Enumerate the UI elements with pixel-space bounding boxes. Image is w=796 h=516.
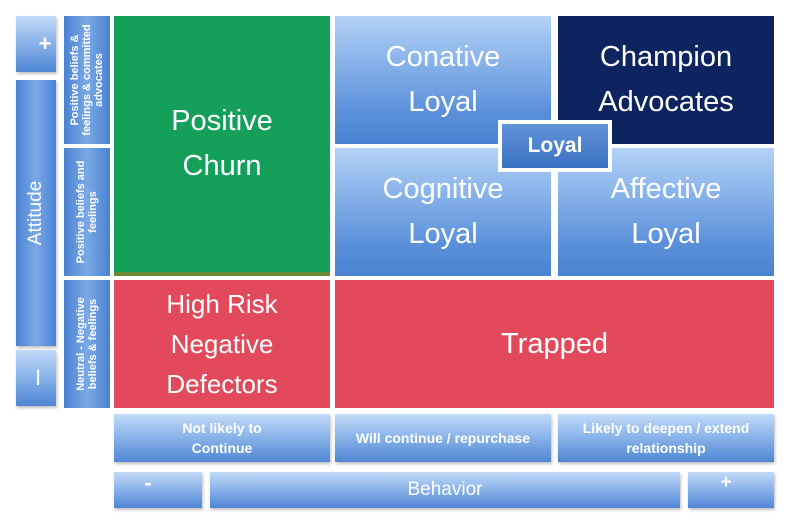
row-label-neutral: Neutral - Negative beliefs & feelings <box>64 280 110 408</box>
cell-trapped: Trapped <box>335 280 774 408</box>
cell-conative-loyal-text: Conative Loyal <box>385 41 501 118</box>
loyal-badge: Loyal <box>498 120 612 172</box>
row-label-positive-text: Positive beliefs and feelings <box>75 160 99 264</box>
behavior-axis-label: Behavior <box>407 479 483 500</box>
behavior-plus-button: + <box>688 472 774 508</box>
col-label-likely-deepen: Likely to deepen / extend relationship <box>558 414 774 462</box>
cell-affective-loyal-text: Affective Loyal <box>610 173 722 250</box>
col-label-not-likely: Not likely to Continue <box>114 414 330 462</box>
col-label-will-continue: Will continue / repurchase <box>335 414 551 462</box>
loyal-badge-inner: Loyal <box>502 124 608 168</box>
attitude-axis-label: Attitude <box>25 180 46 246</box>
cell-high-risk: High Risk Negative Defectors <box>114 280 330 408</box>
attitude-plus-button: + <box>16 16 56 72</box>
cell-positive-churn-text: Positive Churn <box>171 105 273 182</box>
cell-trapped-text: Trapped <box>501 327 608 360</box>
behavior-plus-label: + <box>720 472 732 493</box>
col-label-likely-deepen-text: Likely to deepen / extend relationship <box>582 420 750 456</box>
cell-cognitive-loyal-text: Cognitive Loyal <box>382 173 504 250</box>
attitude-minus-label: I <box>34 365 42 390</box>
behavior-minus-label: - <box>144 470 152 495</box>
behavior-minus-button: - <box>114 470 202 508</box>
cell-positive-churn: Positive Churn <box>114 16 330 276</box>
row-label-committed-text: Positive beliefs & feelings & committed … <box>69 24 105 136</box>
row-label-positive: Positive beliefs and feelings <box>64 148 110 276</box>
loyal-badge-text: Loyal <box>527 134 583 157</box>
attitude-axis: Attitude <box>16 80 56 346</box>
col-label-will-continue-text: Will continue / repurchase <box>355 430 531 446</box>
row-label-neutral-text: Neutral - Negative beliefs & feelings <box>75 297 99 391</box>
col-label-not-likely-text: Not likely to Continue <box>182 420 262 456</box>
cell-conative-loyal: Conative Loyal <box>335 16 551 144</box>
behavior-axis: Behavior <box>210 472 680 508</box>
cell-high-risk-text: High Risk Negative Defectors <box>166 289 278 399</box>
attitude-plus-label: + <box>38 31 52 56</box>
attitude-minus-button: I <box>16 350 56 406</box>
cell-champion-advocates-text: Champion Advocates <box>598 41 734 118</box>
row-label-committed: Positive beliefs & feelings & committed … <box>64 16 110 144</box>
